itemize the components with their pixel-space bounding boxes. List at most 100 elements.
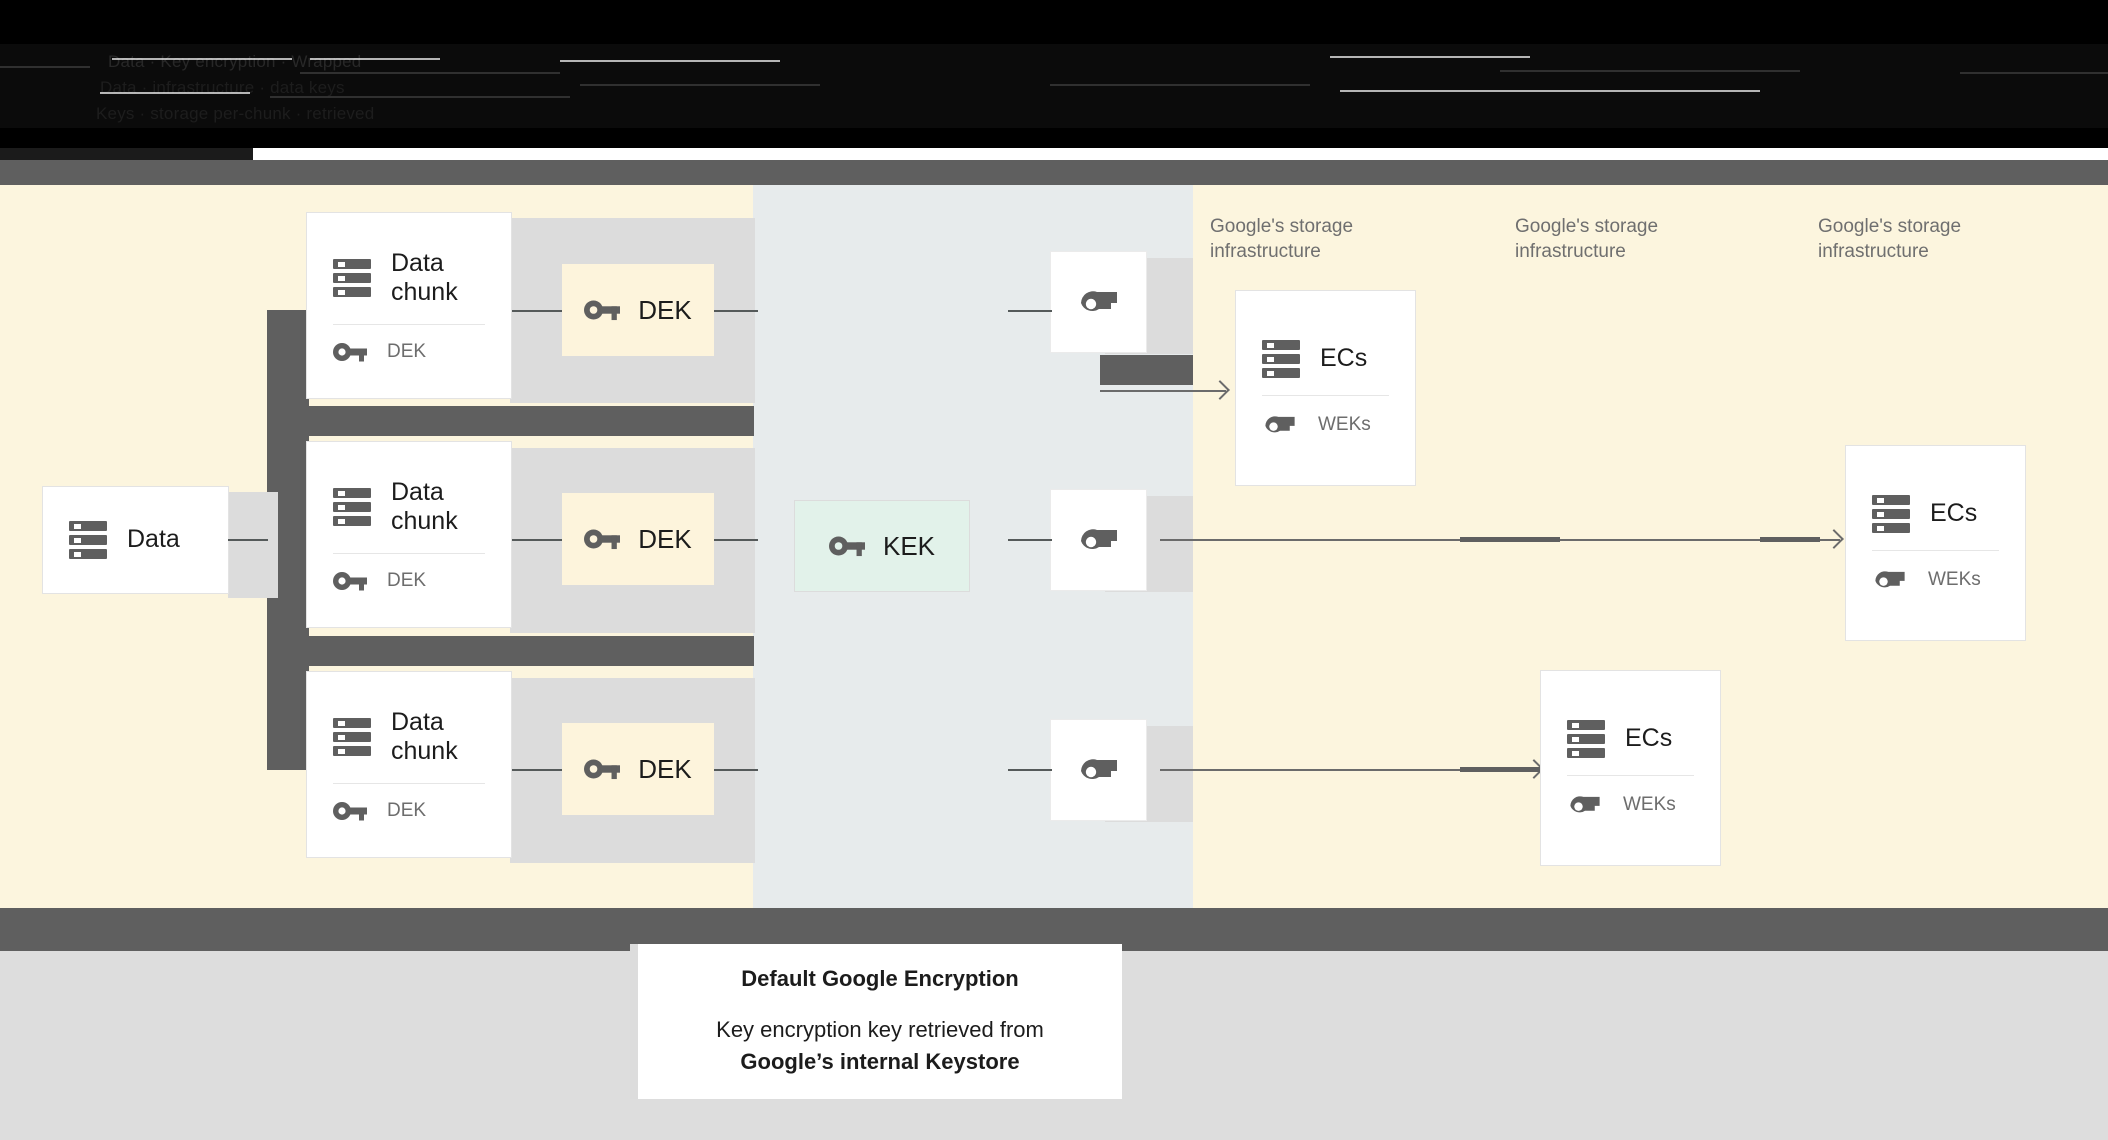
obscured-text-line-1: Data · Key encryption · Wrapped [108, 52, 362, 71]
caption-body-line2: Google’s internal Keystore [740, 1048, 1020, 1074]
obscured-text-line-2: Data · infrastructure · data keys [100, 78, 345, 97]
caption-body-line1: Key encryption key retrieved from [716, 1017, 1044, 1043]
caption-box: Default Google Encryption Key encryption… [638, 944, 1122, 1099]
ecs-card-row-2: ECs [1846, 494, 2025, 534]
ecs-card-divider-1 [1262, 394, 1389, 396]
wire-chunk2-to-dek2 [512, 539, 562, 541]
wrapped-key-icon [1080, 291, 1117, 312]
ecs-card-sub-1: WEKs [1318, 413, 1371, 435]
ecs-card-subrow-2: WEKs [1846, 567, 2025, 593]
chunk-card-title-1: Data chunk [391, 248, 458, 307]
chunk-card-subrow-2: DEK [307, 570, 511, 592]
arrow-2-overlay-a [1460, 537, 1560, 542]
dek-label-1: DEK [638, 294, 692, 325]
data-card-title: Data [127, 525, 180, 554]
infra-label-1: Google's storage infrastructure [1210, 216, 1354, 263]
ecs-card-row-3: ECs [1541, 719, 1720, 759]
data-card-shadow [228, 492, 278, 598]
kek-label: KEK [882, 530, 936, 561]
ecs-card-divider-2 [1872, 549, 1999, 551]
ecs-card-sub-2: WEKs [1928, 568, 1981, 590]
chunk-card-subrow-1: DEK [307, 341, 511, 363]
infra-label-2: Google's storage infrastructure [1515, 216, 1659, 263]
storage-icon [333, 259, 371, 297]
wrapped-key-icon [1875, 570, 1905, 587]
wek-square-2[interactable] [1050, 489, 1147, 591]
chunk-card-divider-3 [333, 782, 485, 784]
chunk-card-title-2: Data chunk [391, 477, 458, 536]
ecs-card-1[interactable]: ECs WEKs [1235, 290, 1416, 486]
chunk-card-sub-3: DEK [387, 799, 427, 821]
bottom-grey-band-2 [0, 928, 2108, 951]
chunk-card-row-1: Data chunk [307, 249, 511, 308]
storage-icon [333, 488, 371, 526]
kek-box[interactable]: KEK [794, 500, 970, 592]
key-icon [333, 342, 367, 361]
wek-square-3[interactable] [1050, 719, 1147, 821]
chunk-card-1[interactable]: Data chunk DEK [306, 212, 512, 399]
data-card-row: Data [43, 520, 228, 560]
ecs-card-sub-3: WEKs [1623, 793, 1676, 815]
chunk-card-sub-1: DEK [387, 340, 427, 362]
ecs-card-subrow-3: WEKs [1541, 792, 1720, 818]
chunk-card-divider-1 [333, 323, 485, 325]
wire-chunk3-to-dek3 [512, 769, 562, 771]
wrapped-key-icon [1080, 529, 1117, 550]
chunk-card-row-2: Data chunk [307, 478, 511, 537]
chunk-card-row-3: Data chunk [307, 708, 511, 767]
storage-icon [333, 718, 371, 756]
key-icon [584, 300, 621, 321]
chunk-card-title-3: Data chunk [391, 707, 458, 766]
dek-box-2[interactable]: DEK [562, 493, 714, 585]
arrow-2-overlay-b [1760, 537, 1820, 542]
dek-label-3: DEK [638, 753, 692, 784]
ecs-card-subrow-1: WEKs [1236, 412, 1415, 438]
dek-label-2: DEK [638, 523, 692, 554]
dek-box-3[interactable]: DEK [562, 723, 714, 815]
wrapped-key-icon [1080, 759, 1117, 780]
key-icon [333, 801, 367, 820]
top-grey-band [0, 160, 2108, 185]
storage-icon [1567, 719, 1605, 758]
obscured-text-line-3: Keys · storage per-chunk · retrieved [96, 104, 375, 123]
wire-dek3-out [714, 769, 758, 771]
caption-title: Default Google Encryption [741, 966, 1019, 992]
chunk-card-3[interactable]: Data chunk DEK [306, 671, 512, 858]
chunk-card-subrow-3: DEK [307, 800, 511, 822]
ecs-card-title-3: ECs [1625, 723, 1673, 752]
key-icon [584, 759, 621, 780]
wire-kek-to-wek3 [1008, 769, 1052, 771]
wrapped-key-icon [1570, 795, 1600, 812]
obscured-title-band: Data · Key encryption · Wrapped Data · i… [0, 0, 2108, 178]
ecs-card-divider-3 [1567, 774, 1694, 776]
infra-label-3: Google's storage infrastructure [1818, 216, 1962, 263]
key-icon [584, 529, 621, 550]
ecs-card-2[interactable]: ECs WEKs [1845, 445, 2026, 641]
caption-shadow [630, 944, 640, 1099]
dek-box-1[interactable]: DEK [562, 264, 714, 356]
storage-icon [69, 521, 107, 559]
chunk-card-sub-2: DEK [387, 569, 427, 591]
arrow-3-overlay [1460, 767, 1540, 772]
key-icon [828, 536, 865, 557]
storage-icon [1262, 339, 1300, 378]
ecs-card-row-1: ECs [1236, 339, 1415, 379]
wire-dek2-out [714, 539, 758, 541]
chunk-card-2[interactable]: Data chunk DEK [306, 441, 512, 628]
data-card[interactable]: Data [42, 486, 229, 594]
wire-kek-to-wek2 [1008, 539, 1052, 541]
wire-chunk1-to-dek1 [512, 310, 562, 312]
wrapped-key-icon [1265, 415, 1295, 432]
wire-data-to-trunk [228, 539, 268, 541]
wek-square-1[interactable] [1050, 251, 1147, 353]
ecs-card-3[interactable]: ECs WEKs [1540, 670, 1721, 866]
chunk-card-divider-2 [333, 552, 485, 554]
ecs-card-title-2: ECs [1930, 498, 1978, 527]
caption-body: Key encryption key retrieved from Google… [716, 1014, 1044, 1076]
storage-icon [1872, 494, 1910, 533]
wek-exit-stub [1100, 355, 1193, 385]
fanout-branch-lower [267, 636, 754, 666]
arrow-to-ecs-3 [1160, 769, 1540, 771]
ecs-card-title-1: ECs [1320, 343, 1368, 372]
